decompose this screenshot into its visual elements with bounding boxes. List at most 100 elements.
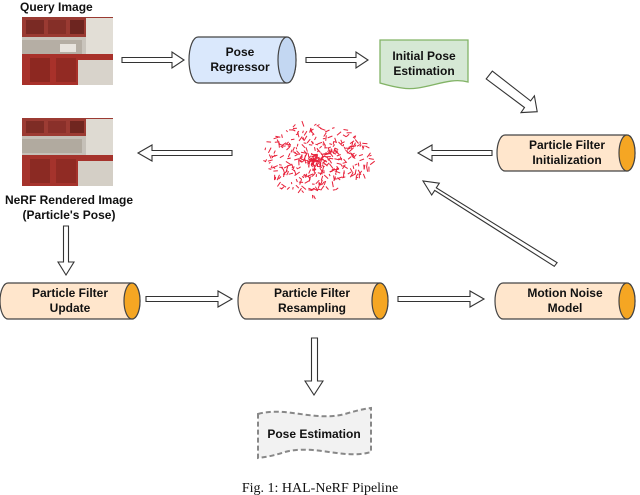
- particle: [319, 145, 323, 149]
- particle: [365, 145, 370, 149]
- particle: [298, 159, 303, 162]
- particle: [332, 144, 336, 148]
- particle: [303, 135, 308, 142]
- particle: [290, 149, 293, 153]
- particle: [351, 141, 354, 147]
- particle: [359, 158, 365, 162]
- particle: [302, 130, 304, 134]
- particle: [351, 152, 355, 155]
- particle: [343, 146, 346, 150]
- particle: [286, 186, 290, 190]
- particle: [282, 142, 287, 146]
- particle: [287, 153, 291, 158]
- particle: [343, 129, 349, 131]
- particle: [301, 120, 305, 127]
- particle: [276, 174, 280, 181]
- particle: [306, 159, 311, 164]
- particle: [314, 186, 319, 192]
- particle: [307, 173, 314, 177]
- particle: [264, 147, 267, 151]
- particle: [303, 150, 307, 155]
- particle: [308, 169, 312, 174]
- particle: [290, 138, 295, 141]
- particle: [340, 139, 343, 143]
- particle: [313, 123, 317, 126]
- particle: [354, 144, 357, 148]
- pose-regressor-node: [188, 36, 297, 84]
- particle: [358, 154, 363, 157]
- particle: [276, 181, 281, 187]
- particle: [294, 152, 299, 156]
- particle: [273, 136, 279, 140]
- particle: [303, 175, 309, 177]
- particle: [309, 128, 312, 133]
- initial-pose-label-2: Estimation: [393, 64, 454, 78]
- particle: [299, 154, 303, 159]
- particle: [305, 147, 308, 152]
- particle: [322, 159, 328, 163]
- particle: [316, 156, 320, 159]
- particle: [366, 166, 369, 172]
- particle: [352, 155, 356, 160]
- particle: [320, 155, 326, 160]
- particle: [352, 135, 356, 139]
- particle: [285, 129, 288, 133]
- particle: [292, 151, 296, 154]
- particle: [340, 164, 343, 167]
- particle: [339, 156, 343, 161]
- particle: [359, 144, 362, 147]
- pose-regressor-label-1: Pose: [226, 45, 255, 59]
- particle: [320, 175, 324, 181]
- particle: [323, 174, 329, 179]
- particle: [319, 167, 324, 174]
- particle: [279, 154, 285, 159]
- particle: [363, 164, 365, 170]
- particle: [310, 162, 315, 165]
- particle: [352, 142, 356, 148]
- particle: [278, 142, 280, 148]
- particle: [314, 146, 316, 152]
- particle: [316, 154, 318, 159]
- arrow-resampling-to-motion: [397, 290, 486, 308]
- particle: [285, 166, 289, 173]
- particle: [333, 177, 336, 182]
- particle: [320, 179, 323, 186]
- particle: [270, 165, 273, 169]
- particle: [310, 157, 313, 160]
- pf-update-label-1: Particle Filter: [32, 286, 108, 300]
- arrow-query-to-regressor: [121, 50, 185, 70]
- query-image-thumbnail: [22, 17, 113, 85]
- particle: [354, 135, 357, 139]
- particle: [336, 131, 342, 136]
- nerf-rendered-label-2: (Particle's Pose): [23, 208, 116, 222]
- particle: [317, 183, 321, 189]
- particle: [317, 158, 324, 160]
- particle: [331, 181, 334, 188]
- particle: [338, 141, 343, 147]
- particle: [291, 163, 295, 170]
- particle: [308, 158, 314, 162]
- particle: [321, 165, 325, 168]
- pose-estimation-node: [257, 406, 372, 460]
- particle: [281, 134, 283, 139]
- arrow-resampling-to-pose-estimation: [303, 337, 325, 397]
- pf-initialization-node: [496, 134, 636, 172]
- particle: [315, 143, 319, 146]
- particle: [298, 177, 303, 180]
- particle: [327, 147, 331, 153]
- particle: [308, 155, 312, 160]
- particle: [303, 130, 308, 136]
- particle: [336, 167, 339, 170]
- particle: [271, 154, 278, 158]
- particle: [347, 156, 352, 160]
- particle: [295, 184, 300, 189]
- particle: [281, 183, 287, 188]
- particle: [320, 152, 325, 158]
- particle: [307, 153, 310, 158]
- motion-noise-label-2: Model: [548, 301, 583, 315]
- arrow-initial-to-pfinit: [485, 70, 538, 114]
- particle: [297, 187, 302, 194]
- particle: [323, 132, 327, 137]
- particle: [320, 185, 325, 191]
- pf-update-label-2: Update: [50, 301, 91, 315]
